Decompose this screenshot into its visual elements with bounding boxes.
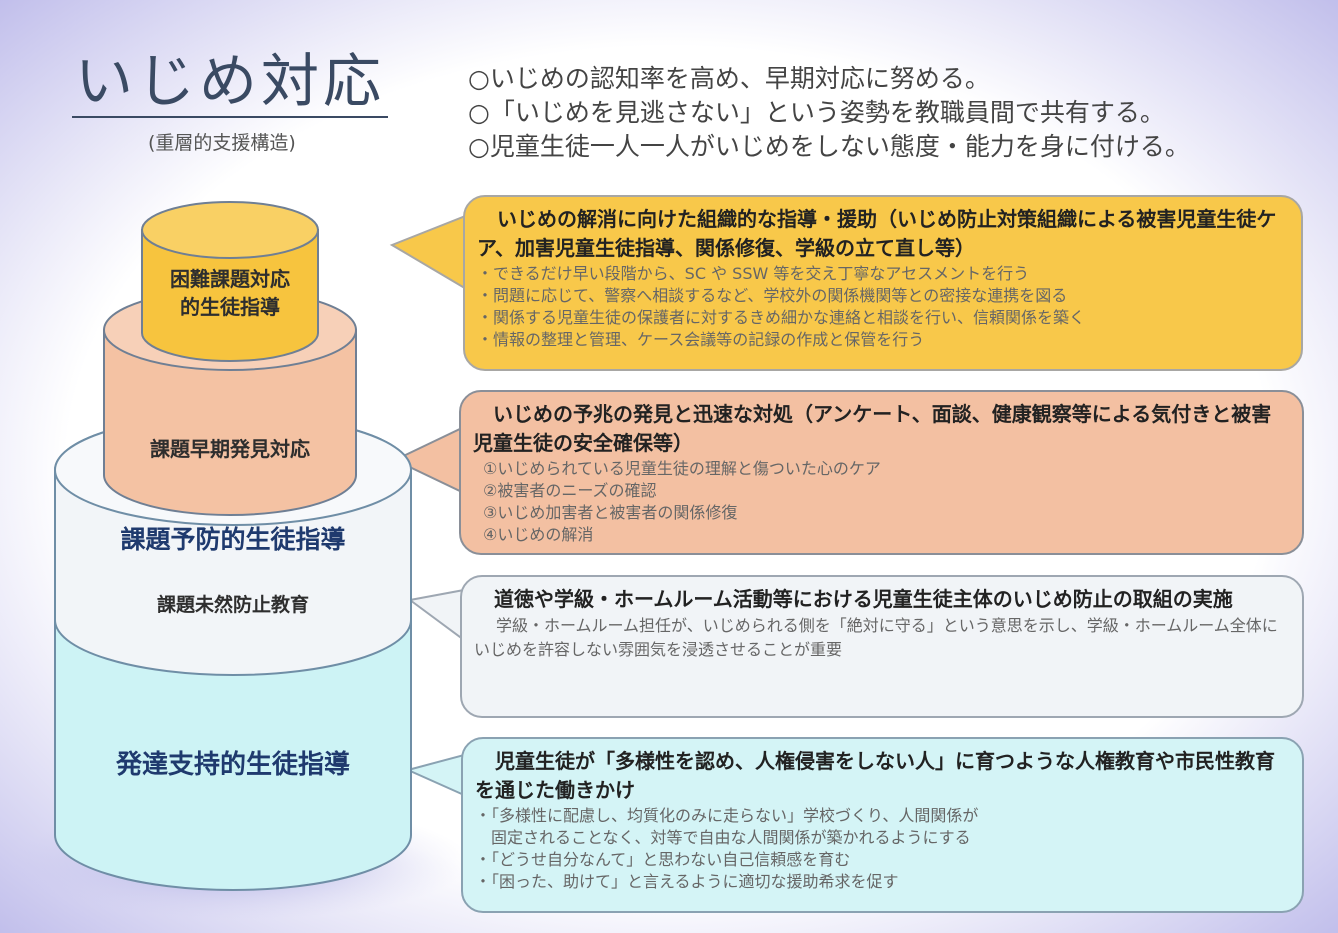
cylinder-top [141, 201, 319, 362]
page-title: いじめ対応 [75, 47, 386, 115]
tier-third-sub-label: 課題未然防止教育 [156, 594, 309, 616]
callout-item: ・できるだけ早い段階から、SC や SSW 等を交え丁寧なアセスメントを行う [477, 264, 1030, 283]
callout-difficult-issues: いじめの解消に向けた組織的な指導・援助（いじめ防止対策組織による被害児童生徒ケア… [463, 195, 1303, 371]
callout-heading: 児童生徒が「多様性を認め、人権侵害をしない人」に育つような人権教育や市民性教育を… [475, 749, 1275, 802]
callout-item: ・問題に応じて、警察へ相談するなど、学校外の関係機関等との密接な連携を図る [477, 286, 1068, 305]
callout-item: ①いじめられている児童生徒の理解と傷ついた心のケア [483, 459, 881, 478]
callout-heading: 道徳や学級・ホームルーム活動等における児童生徒主体のいじめ防止の取組の実施 [494, 587, 1233, 611]
callout-item: ②被害者のニーズの確認 [483, 481, 657, 500]
callout-early-detection: いじめの予兆の発見と迅速な対処（アンケート、面談、健康観察等による気付きと被害児… [459, 390, 1304, 555]
callout-item: ④いじめの解消 [483, 525, 594, 544]
callout-heading: いじめの予兆の発見と迅速な対処（アンケート、面談、健康観察等による気付きと被害児… [473, 402, 1272, 455]
callout-body: 学級・ホームルーム担任が、いじめられる側を「絶対に守る」という意思を示し、学級・… [474, 616, 1278, 659]
tier-top-label-line2: 的生徒指導 [180, 295, 280, 319]
callout-heading: いじめの解消に向けた組織的な指導・援助（いじめ防止対策組織による被害児童生徒ケア… [477, 207, 1277, 260]
callout-developmental-support: 児童生徒が「多様性を認め、人権侵害をしない人」に育つような人権教育や市民性教育を… [461, 737, 1304, 913]
tier-third-label: 課題予防的生徒指導 [120, 525, 346, 554]
callout-item: 固定されることなく、対等で自由な人間関係が築かれるようにする [475, 828, 971, 847]
goal-item: ○いじめの認知率を高め、早期対応に努める。 [468, 64, 990, 93]
goal-item: ○児童生徒一人一人がいじめをしない態度・能力を身に付ける。 [468, 132, 1190, 161]
callout-item: ・関係する児童生徒の保護者に対するきめ細かな連絡と相談を行い、信頼関係を築く [477, 308, 1086, 327]
page-subtitle: (重層的支援構造) [148, 132, 296, 154]
tier-top-label-line1: 困難課題対応 [170, 267, 290, 291]
goal-item: ○「いじめを見逃さない」という姿勢を教職員間で共有する。 [468, 98, 1165, 127]
callout-item: ・「多様性に配慮し、均質化のみに走らない」学校づくり、人間関係が [475, 806, 979, 825]
callout-item: ③いじめ加害者と被害者の関係修復 [483, 503, 738, 522]
tier-base-label: 発達支持的生徒指導 [115, 750, 350, 780]
callout-item: ・「どうせ自分なんて」と思わない自己信頼感を育む [475, 850, 851, 869]
callout-item: ・情報の整理と管理、ケース会議等の記録の作成と保管を行う [477, 330, 925, 349]
callout-item: ・「困った、助けて」と言えるように適切な援助希求を促す [475, 872, 899, 891]
goals-list: ○いじめの認知率を高め、早期対応に努める。 ○「いじめを見逃さない」という姿勢を… [468, 62, 1190, 164]
title-underline [72, 116, 388, 118]
tier-top-label: 困難課題対応 的生徒指導 [142, 265, 318, 321]
callout-prevention: 道徳や学級・ホームルーム活動等における児童生徒主体のいじめ防止の取組の実施 学級… [460, 575, 1304, 718]
tier-second-label: 課題早期発見対応 [150, 437, 310, 461]
